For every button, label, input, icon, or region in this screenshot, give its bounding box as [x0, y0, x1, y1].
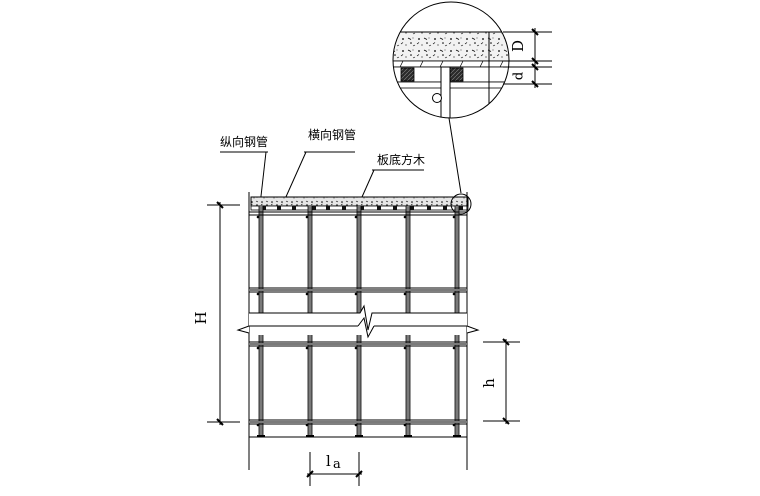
- step-height-label: h: [480, 378, 498, 388]
- pole-spacing-label: l: [326, 452, 331, 470]
- slab-thickness-dimension: D d: [503, 28, 552, 88]
- total-height-label: H: [192, 311, 210, 324]
- break-line: [236, 304, 480, 339]
- timber-height-label: d: [512, 72, 527, 80]
- total-height-dimension: H: [192, 201, 240, 426]
- pole-spacing-dimension: l a: [306, 452, 363, 486]
- scaffold-frame: [236, 192, 480, 470]
- slab-thickness-label: D: [509, 40, 527, 52]
- label-slab-timber: 板底方木: [377, 152, 425, 167]
- annotation-labels: 纵向钢管 横向钢管 板底方木: [220, 127, 425, 209]
- label-longitudinal-pipe: 纵向钢管: [220, 134, 268, 149]
- detail-callout: [392, 1, 510, 194]
- step-height-dimension: h: [480, 338, 520, 425]
- label-transverse-pipe: 横向钢管: [308, 127, 356, 142]
- pole-spacing-subscript: a: [333, 457, 341, 472]
